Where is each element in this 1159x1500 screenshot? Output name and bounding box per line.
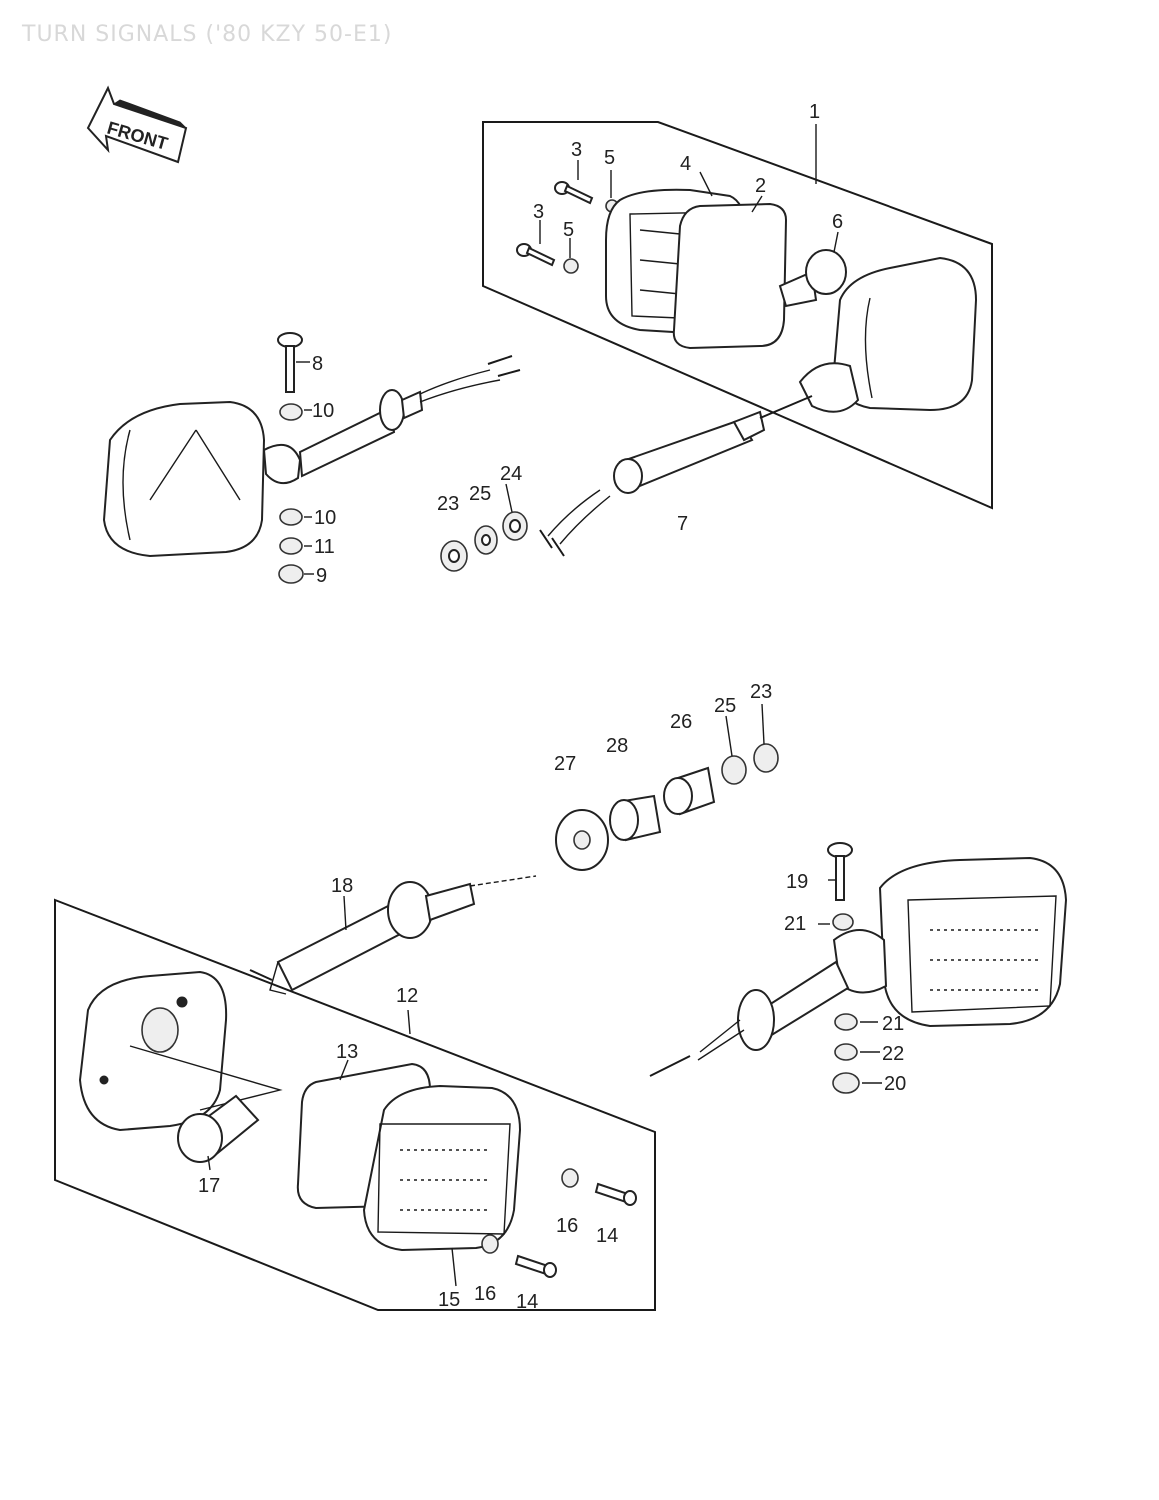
callout-7: 7: [677, 513, 688, 535]
lens-part-15: [362, 1084, 522, 1252]
callout-15: 15: [438, 1289, 460, 1311]
screw-part-14-lower: [514, 1254, 557, 1278]
callout-26: 26: [670, 711, 692, 733]
callout-3-upper: 3: [571, 139, 582, 161]
bulb-part-6: [778, 249, 847, 308]
washer-part-10-lower: [279, 508, 303, 526]
callout-23-lower: 23: [750, 681, 772, 703]
bolt-part-8: [277, 332, 303, 393]
callout-11: 11: [314, 536, 335, 558]
washer-part-21-upper: [832, 913, 854, 931]
callout-4: 4: [680, 153, 691, 175]
bolt-part-19: [827, 842, 853, 901]
turn-signal-housing-rear-left: [78, 970, 283, 1132]
callout-17: 17: [198, 1175, 220, 1197]
washer-part-16-lower: [481, 1234, 499, 1254]
callout-9: 9: [316, 565, 327, 587]
callout-28: 28: [606, 735, 628, 757]
nut-part-20: [832, 1072, 860, 1094]
lockwasher-part-11: [279, 537, 303, 555]
callout-25-upper: 25: [469, 483, 491, 505]
callout-8: 8: [312, 353, 323, 375]
callout-5-lower: 5: [563, 219, 574, 241]
diagram-title: TURN SIGNALS ('80 KZY 50-E1): [22, 22, 393, 47]
washer-part-5-lower: [563, 258, 579, 274]
damper-part-26: [663, 766, 716, 816]
bulb-part-17: [177, 1094, 260, 1163]
callout-5-upper: 5: [604, 147, 615, 169]
washer-part-24: [502, 511, 528, 541]
nut-part-23-upper: [440, 540, 468, 572]
grommet-part-27: [555, 809, 609, 871]
nut-part-23-lower: [753, 743, 779, 773]
callout-1: 1: [809, 101, 820, 123]
callout-27: 27: [554, 753, 576, 775]
callout-21-upper: 21: [784, 913, 806, 935]
callout-16-upper: 16: [556, 1215, 578, 1237]
screw-part-14-upper: [594, 1182, 637, 1206]
gasket-part-2: [672, 202, 788, 350]
nut-part-9: [278, 564, 304, 584]
screw-part-3-lower: [516, 243, 556, 267]
callout-22: 22: [882, 1043, 904, 1065]
washer-part-10-upper: [279, 403, 303, 421]
collar-part-28: [609, 794, 662, 842]
callout-3-lower: 3: [533, 201, 544, 223]
callout-23-upper: 23: [437, 493, 459, 515]
leader-lines: [207, 124, 882, 1287]
washer-part-25-upper: [474, 525, 498, 555]
screw-part-3-upper: [554, 181, 594, 205]
stem-part-18: [249, 875, 537, 995]
lower-lens-panel: [54, 898, 656, 1311]
callout-20: 20: [884, 1073, 906, 1095]
callout-18: 18: [331, 875, 353, 897]
callout-14-upper: 14: [596, 1225, 618, 1247]
washer-part-25-lower: [721, 755, 747, 785]
callout-2: 2: [755, 175, 766, 197]
washer-part-16-upper: [561, 1168, 579, 1188]
washer-part-21-lower: [834, 1013, 858, 1031]
callout-24: 24: [500, 463, 522, 485]
callout-10-lower: 10: [314, 507, 336, 529]
turn-signal-housing-front-left: [102, 355, 521, 558]
callout-6: 6: [832, 211, 843, 233]
callout-21-lower: 21: [882, 1013, 904, 1035]
callout-19: 19: [786, 871, 808, 893]
front-arrow-icon: FRONT: [86, 85, 188, 164]
callout-13: 13: [336, 1041, 358, 1063]
upper-lens-panel: [482, 121, 993, 510]
callout-12: 12: [396, 985, 418, 1007]
callout-25-lower: 25: [714, 695, 736, 717]
lockwasher-part-22: [834, 1043, 858, 1061]
callout-16-lower: 16: [474, 1283, 496, 1305]
callout-14-lower: 14: [516, 1291, 538, 1313]
stem-part-7: [539, 395, 813, 557]
callout-labels: 1 2 3 3 4 5 5 6 7 8 9 10 10 11 12 13 14 …: [198, 101, 906, 1313]
turn-signal-housing-rear-right: [798, 256, 978, 413]
turn-signal-housing-front-right: [649, 856, 1068, 1077]
callout-10-upper: 10: [312, 400, 334, 422]
